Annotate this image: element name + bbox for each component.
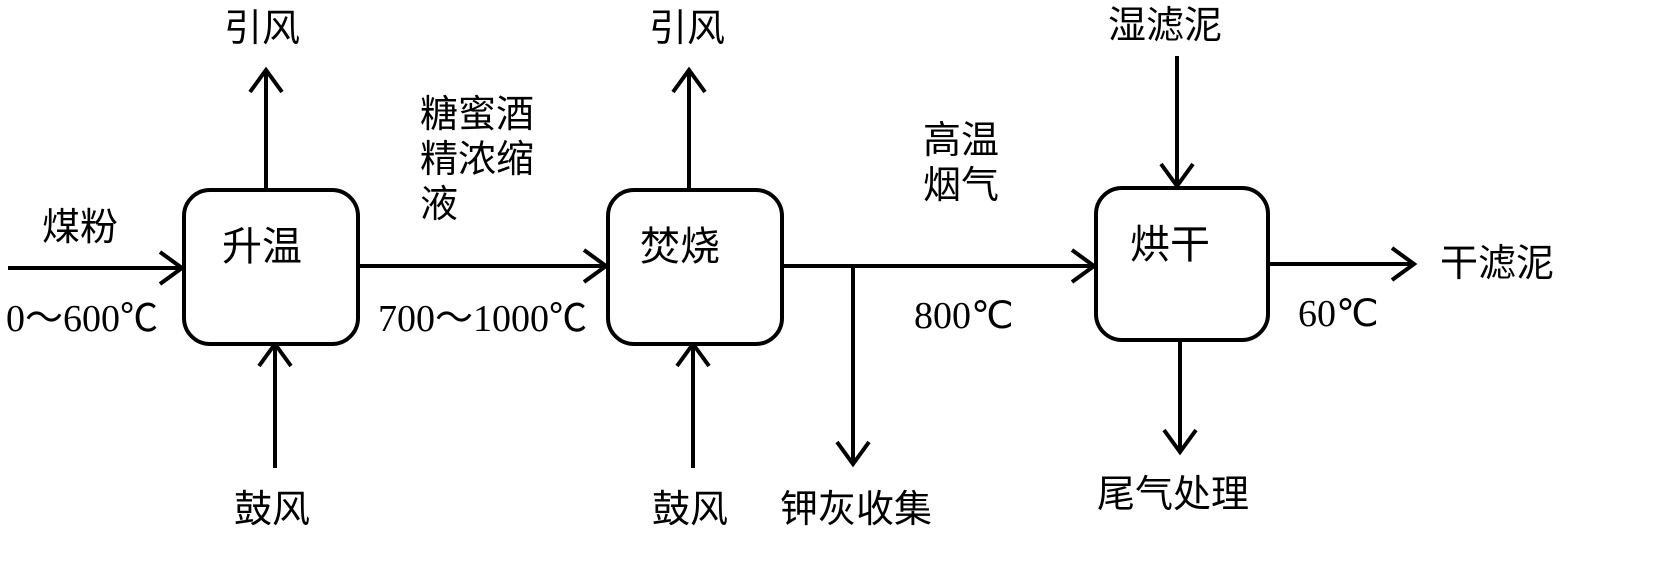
heating-temperature-label: 0～600℃	[6, 298, 159, 340]
arrow-incineration-draft-up	[671, 66, 707, 188]
dried-temperature-label: 60℃	[1298, 293, 1379, 335]
coal-powder-label: 煤粉	[42, 205, 119, 249]
flue-gas-line-1: 高温	[923, 118, 1000, 162]
incineration-temperature-label: 700～1000℃	[378, 298, 588, 340]
incineration-step-label: 焚烧	[640, 224, 720, 270]
blower-incineration-label: 鼓风	[652, 487, 729, 531]
arrow-blower-into-heating	[257, 340, 293, 468]
molasses-line-3: 液	[420, 182, 459, 226]
arrow-wet-sludge-into-drying	[1159, 56, 1195, 190]
wet-sludge-label: 湿滤泥	[1108, 3, 1223, 47]
heating-step-box	[182, 188, 360, 346]
draft-heating-label: 引风	[224, 6, 301, 50]
arrow-heating-to-incineration	[360, 248, 610, 284]
high-temp-flue-gas-label: 高温 烟气	[923, 118, 999, 208]
molasses-line-1: 糖蜜酒	[420, 92, 535, 136]
dry-sludge-label: 干滤泥	[1440, 241, 1555, 285]
flue-gas-temperature-label: 800℃	[914, 295, 1014, 337]
molasses-input-label: 糖蜜酒 精浓缩 液	[420, 92, 534, 227]
drying-step-label: 烘干	[1130, 222, 1210, 268]
heating-step-label: 升温	[222, 224, 302, 270]
drying-step-box	[1094, 186, 1270, 342]
incineration-step-box	[606, 188, 784, 346]
flue-gas-line-2: 烟气	[923, 163, 1000, 207]
tail-gas-treatment-label: 尾气处理	[1097, 472, 1250, 516]
arrow-drying-to-dry-sludge	[1270, 246, 1418, 282]
molasses-line-2: 精浓缩	[420, 137, 535, 181]
draft-incineration-label: 引风	[649, 6, 726, 50]
blower-heating-label: 鼓风	[234, 487, 311, 531]
arrow-incineration-to-drying	[784, 248, 1098, 284]
arrow-potash-ash-down	[835, 266, 871, 468]
arrow-coal-to-heating	[8, 250, 186, 286]
potash-ash-collection-label: 钾灰收集	[780, 487, 933, 531]
arrow-blower-into-incineration	[675, 340, 711, 468]
arrow-heating-draft-up	[248, 66, 284, 188]
arrow-tail-gas-down	[1162, 342, 1198, 456]
